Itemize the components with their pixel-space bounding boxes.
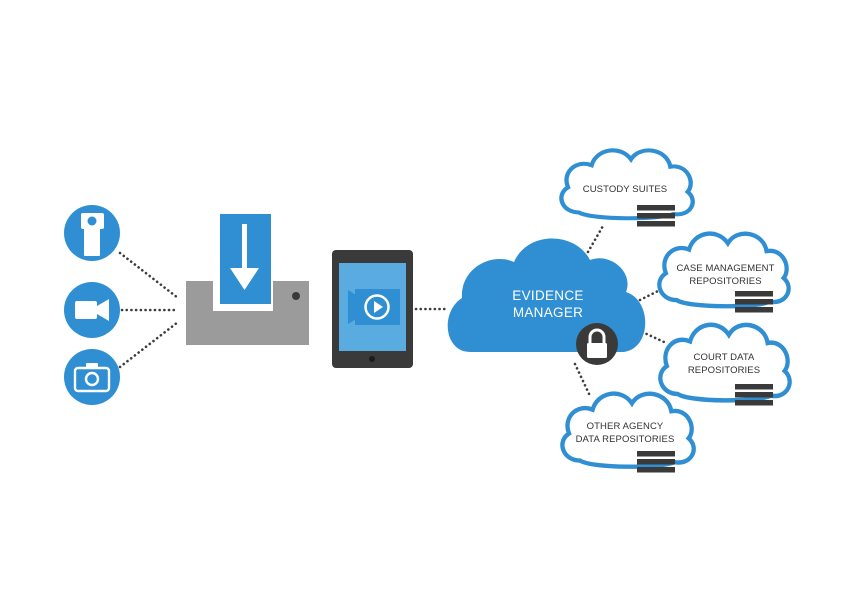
photo-camera-device	[64, 349, 120, 405]
case-management-line1: CASE MANAGEMENT	[676, 263, 775, 274]
court-data-line2: REPOSITORIES	[687, 365, 761, 376]
database-icon	[637, 451, 675, 473]
court-data-line1: COURT DATA	[693, 352, 755, 363]
tablet-device	[332, 250, 413, 368]
docking-station	[186, 214, 309, 345]
case-management-repository	[659, 234, 788, 313]
body-camera-icon	[81, 213, 104, 256]
custody-suites-line1: CUSTODY SUITES	[582, 184, 668, 195]
other-agency-line1: OTHER AGENCY	[586, 421, 664, 432]
connector-to-custody-suites	[586, 224, 605, 254]
evidence-manager-line1: EVIDENCE	[512, 288, 584, 303]
court-data-repository	[660, 325, 789, 406]
photo-camera-icon	[73, 363, 111, 393]
case-management-label: CASE MANAGEMENT REPOSITORIES	[663, 262, 788, 288]
body-camera-device	[64, 205, 120, 261]
case-management-line2: REPOSITORIES	[689, 276, 762, 287]
connector-body-camera-to-dock	[118, 251, 180, 300]
padlock-icon	[576, 323, 618, 365]
connector-to-other-agency	[573, 362, 592, 398]
evidence-manager-cloud	[447, 238, 646, 365]
custody-suites-label: CUSTODY SUITES	[570, 183, 680, 196]
connector-lines	[118, 224, 666, 398]
evidence-manager-line2: MANAGER	[512, 305, 584, 320]
evidence-manager-label: EVIDENCE MANAGER	[486, 287, 610, 321]
video-camera-device	[64, 282, 120, 338]
other-agency-repository	[562, 394, 693, 473]
custody-suites-repository	[561, 150, 692, 227]
other-agency-label: OTHER AGENCY DATA REPOSITORIES	[564, 420, 686, 446]
database-icon	[637, 205, 675, 227]
database-icon	[735, 291, 773, 313]
download-arrow-icon	[220, 214, 271, 304]
video-play-icon	[348, 289, 400, 325]
connector-to-case-management	[638, 288, 662, 302]
video-camera-icon	[75, 299, 109, 321]
other-agency-line2: DATA REPOSITORIES	[575, 434, 675, 445]
connector-photo-camera-to-dock	[118, 320, 180, 369]
database-icon	[735, 384, 773, 406]
court-data-label: COURT DATA REPOSITORIES	[668, 351, 780, 377]
